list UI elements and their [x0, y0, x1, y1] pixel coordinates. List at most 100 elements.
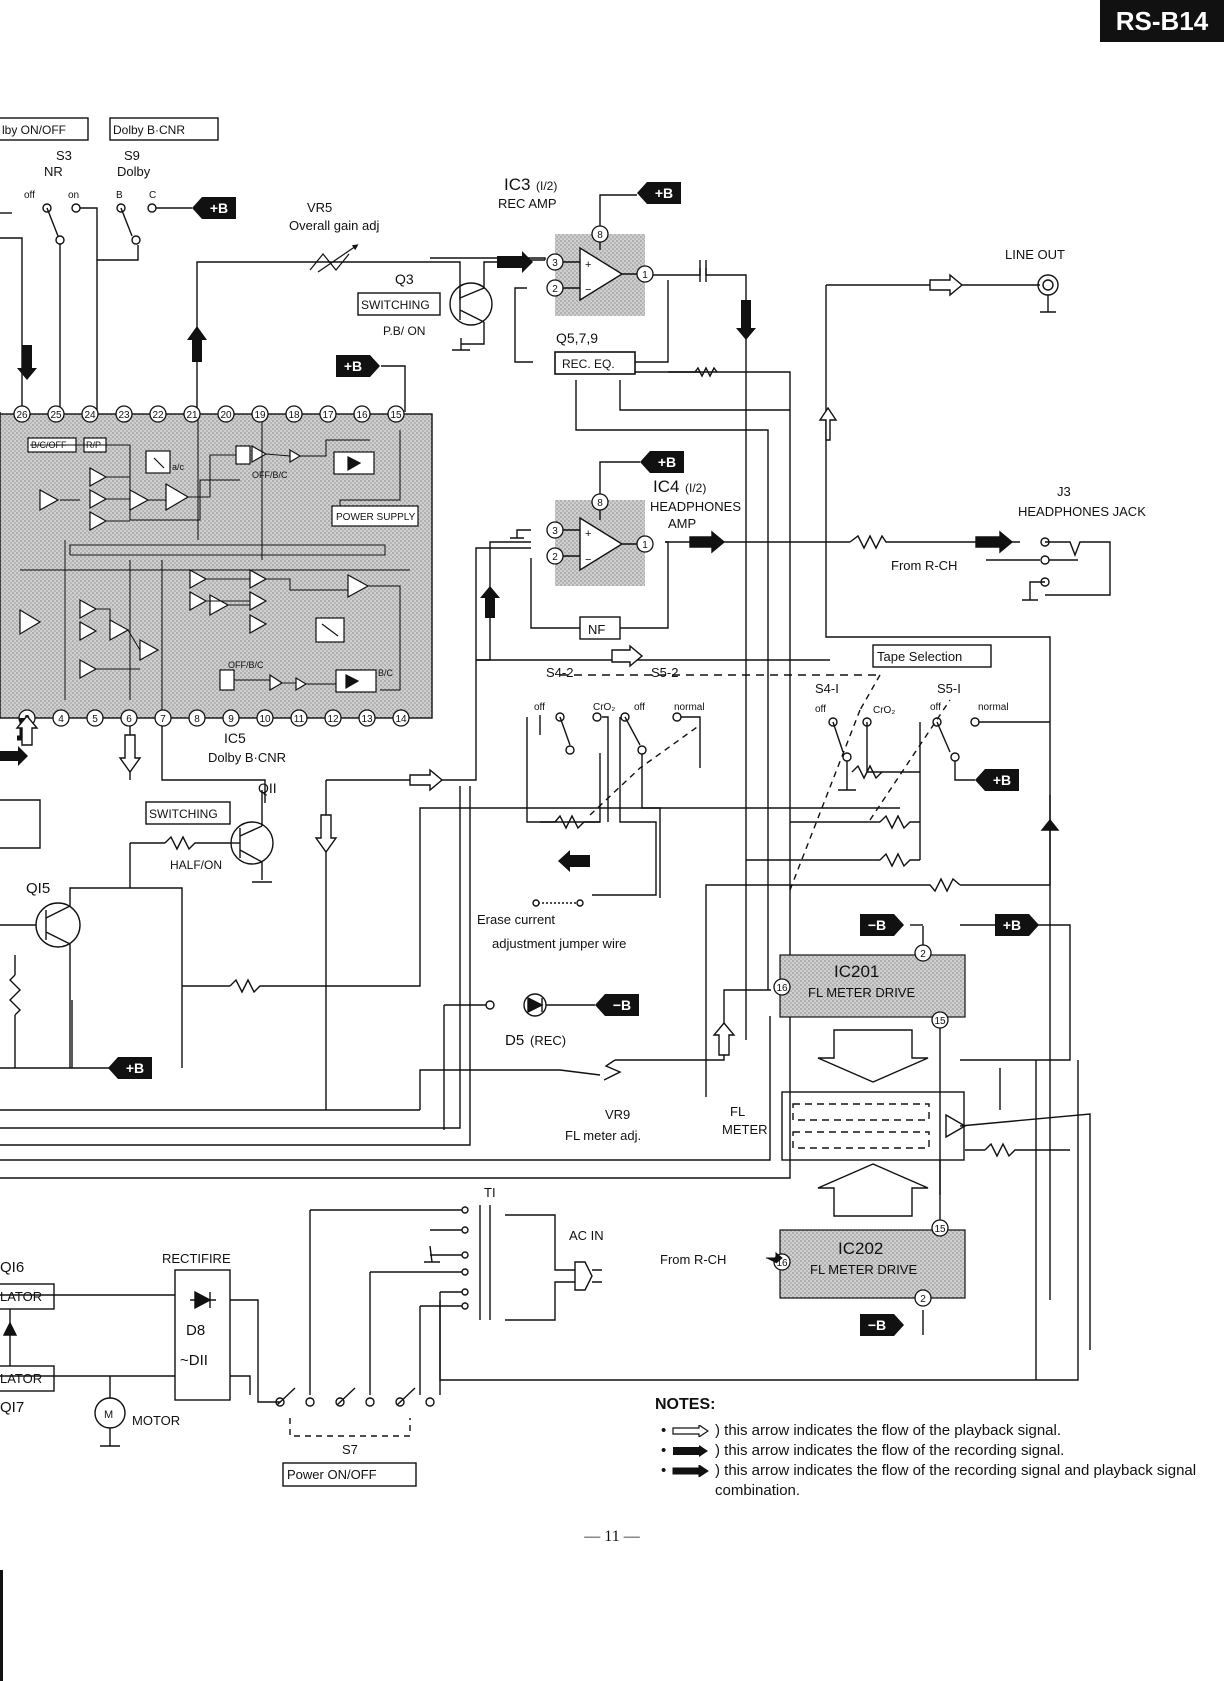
labels: lby ON/OFF Dolby B·CNR S3 NR off on S9 D… [0, 123, 1146, 1482]
vr5-desc: Overall gain adj [289, 218, 379, 233]
fl-label: FL [730, 1104, 745, 1119]
svg-text:−: − [585, 554, 591, 566]
ic4-pin: 1 [636, 535, 654, 553]
ic3-pin: 2 [546, 279, 564, 297]
motor-m-label: M [104, 1409, 113, 1421]
plus-b-tag: +B [108, 1057, 152, 1079]
rectifire-label: RECTIFIRE [162, 1251, 231, 1266]
svg-text:13: 13 [361, 714, 373, 725]
j3-desc: HEADPHONES JACK [1018, 504, 1146, 519]
ic3-pin: 3 [546, 253, 564, 271]
vr9-label: VR9 [605, 1107, 630, 1122]
ic202-label: IC202 [838, 1239, 883, 1258]
s4-1-cro2-label: CrO₂ [873, 705, 895, 716]
q3-switching-box [357, 292, 441, 316]
ic201-pin: 2 [914, 944, 932, 962]
s9-label: S9 [124, 148, 140, 163]
svg-text:11: 11 [294, 714, 305, 725]
ic5-pin: 24 [81, 405, 99, 423]
q3-box-label: SWITCHING [361, 298, 430, 312]
s5-1-label: S5-I [937, 681, 961, 696]
model-badge: RS-B14 [1100, 0, 1224, 42]
s9-b-label: B [116, 190, 123, 201]
dolby-onoff-label: lby ON/OFF [2, 123, 66, 137]
q579-label: Q5,7,9 [556, 330, 598, 346]
s5-1-normal-label: normal [978, 702, 1009, 713]
d5-desc: (REC) [530, 1033, 566, 1048]
svg-text:12: 12 [327, 714, 339, 725]
ic4-half-label: (I/2) [685, 481, 706, 495]
rec-arrow-icon [17, 345, 37, 380]
plus-b-tag: +B [336, 355, 380, 377]
s3-off-label: off [24, 190, 35, 201]
s3-label: S3 [56, 148, 72, 163]
ic5-pin: 6 [120, 709, 138, 727]
line-out-label: LINE OUT [1005, 247, 1065, 262]
rec-arrow-icon [0, 746, 28, 766]
q15-label: QI5 [26, 880, 50, 897]
ic5-pin: 26 [13, 405, 31, 423]
s5-2-label: S5-2 [651, 665, 678, 680]
s4-1-off-label: off [815, 704, 826, 715]
playback-arrow-icon [712, 1021, 736, 1056]
ic202-pin: 15 [931, 1219, 949, 1237]
erase-label-2: adjustment jumper wire [492, 936, 626, 951]
s3-on-label: on [68, 190, 79, 201]
ic5-desc: Dolby B·CNR [208, 750, 286, 765]
t1-label: TI [484, 1185, 496, 1200]
vr9-desc: FL meter adj. [565, 1128, 641, 1143]
svg-text:−B: −B [868, 1317, 886, 1333]
d5-label: D5 [505, 1032, 524, 1049]
svg-text:2: 2 [920, 949, 926, 960]
recording-arrow-icon [673, 1445, 708, 1457]
rec-arrow-icon [736, 300, 756, 340]
q11-switching-box [145, 801, 231, 825]
svg-text:19: 19 [254, 410, 266, 421]
s4-2-off-label: off [534, 702, 545, 713]
playback-arrow-icon [611, 644, 644, 668]
ic5-pin: 5 [86, 709, 104, 727]
nf-box [579, 616, 621, 640]
fl-meter-box [781, 1091, 965, 1161]
ic3-opamp: +− [555, 234, 645, 316]
svg-text:+B: +B [210, 200, 228, 216]
q17-oscillator-box [0, 1365, 55, 1392]
svg-text:23: 23 [118, 410, 130, 421]
combo-arrow-icon [689, 530, 726, 554]
ic5-pin: 16 [353, 405, 371, 423]
s5-1-off-label: off [930, 702, 941, 713]
plus-b-tag: +B [640, 451, 684, 473]
tape-selection-label: Tape Selection [877, 649, 962, 664]
ic3-pin: 8 [591, 225, 609, 243]
svg-text:+B: +B [993, 772, 1011, 788]
from-rch-label-1: From R-CH [891, 558, 957, 573]
q3-desc: P.B/ ON [383, 324, 425, 338]
power-onoff-box [282, 1462, 417, 1487]
s9-sub-label: Dolby [117, 164, 151, 179]
svg-text:+B: +B [655, 185, 673, 201]
ic5-pin: 15 [387, 405, 405, 423]
playback-arrow-icon [314, 814, 338, 854]
ic202-pin: 2 [914, 1289, 932, 1307]
svg-text:16: 16 [776, 983, 788, 994]
notes-title: NOTES: [655, 1396, 716, 1413]
ic5-pin: 18 [285, 405, 303, 423]
power-supply-label: POWER SUPPLY [336, 512, 416, 523]
bc-off-label: B/C/OFF [31, 440, 67, 450]
svg-text:15: 15 [390, 410, 402, 421]
note-recording: • ) this arrow indicates the flow of the… [655, 1441, 1215, 1461]
note-playback: • ) this arrow indicates the flow of the… [655, 1421, 1215, 1441]
ic4-desc1: HEADPHONES [650, 499, 741, 514]
rec-arrow-icon [497, 251, 533, 273]
s3-sub-label: NR [44, 164, 63, 179]
note-combination-text: ) this arrow indicates the flow of the r… [715, 1462, 1197, 1499]
q16-lator-label: LATOR [0, 1289, 42, 1304]
rec-arrow-icon [187, 326, 207, 362]
ic4-opamp: +− [555, 500, 645, 586]
plus-b-tag: +B [637, 182, 681, 204]
s5-2-off-label: off [634, 702, 645, 713]
svg-text:2: 2 [552, 552, 558, 563]
nf-label: NF [588, 622, 605, 637]
offbc-label-top: OFF/B/C [252, 470, 288, 480]
